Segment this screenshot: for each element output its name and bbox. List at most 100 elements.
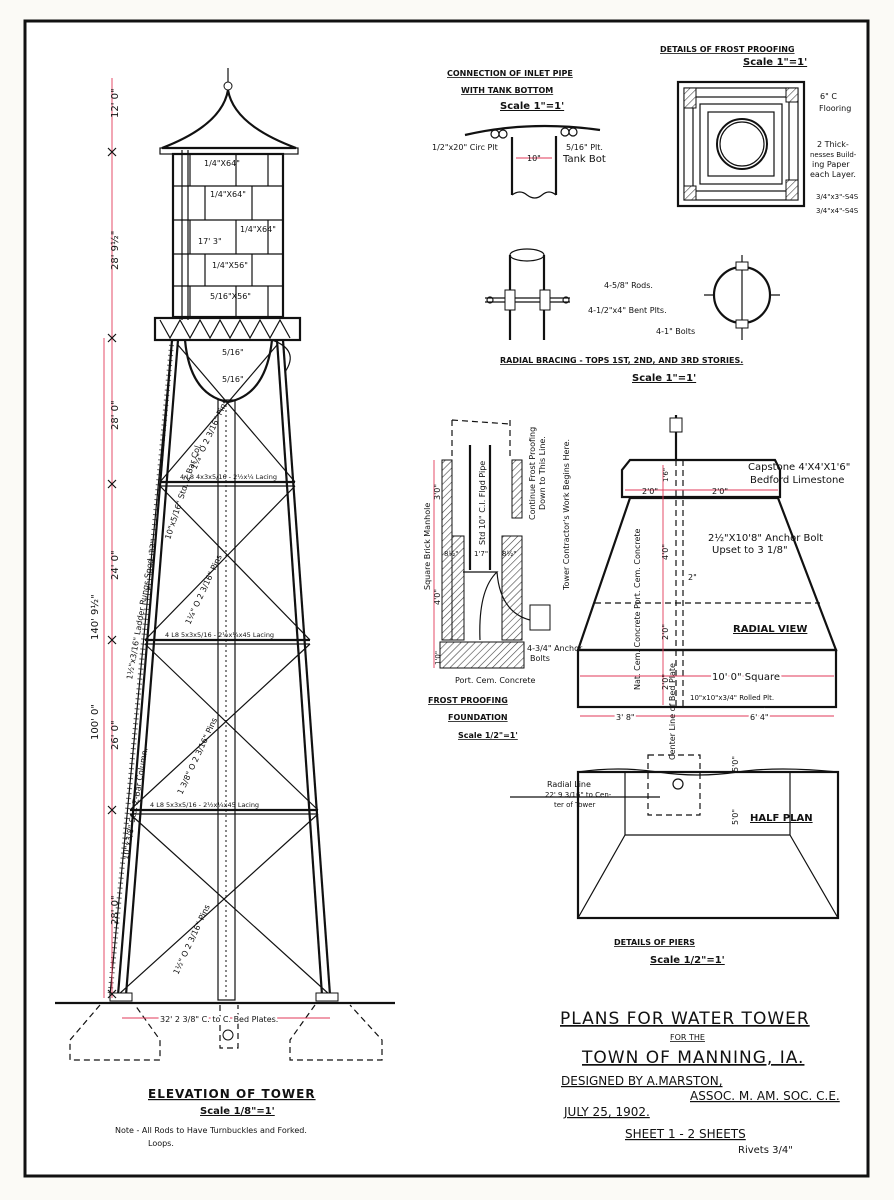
rods-label: 4-5/8" Rods.: [604, 281, 653, 290]
offset-label: 2": [688, 573, 697, 582]
designer: DESIGNED BY A.MARSTON,: [561, 1074, 723, 1088]
radial-bracing-detail: 4-5/8" Rods. 4-1/2"x4" Bent Plts. 4-1" B…: [485, 248, 780, 384]
base-dim-1: 3' 8": [616, 713, 635, 722]
radial-line-label-2: 22' 9 3/16" to Cen-: [545, 791, 612, 799]
radial-line-label-3: ter of Tower: [554, 801, 596, 809]
designer-credentials: ASSOC. M. AM. SOC. C.E.: [690, 1089, 840, 1103]
foundation-title: FROST PROOFING: [428, 696, 508, 705]
radial-scale: Scale 1"=1': [632, 373, 696, 384]
half-plan-dim-1: 5'0": [731, 756, 740, 772]
contractor-label: Tower Contractor's Work Begins Here.: [562, 439, 571, 591]
piers-detail: Capstone 4'X4'X1'6" Bedford Limestone 2½…: [510, 415, 850, 966]
anchor-bolt-label: 2½"X10'8" Anchor Bolt: [708, 532, 823, 544]
dim-tank: 28' 9½": [109, 231, 121, 270]
plate-label: 5/16"X56": [210, 292, 251, 301]
elevation-title: ELEVATION OF TOWER: [148, 1087, 316, 1101]
tank-bottom-label: Tank Bot: [562, 154, 606, 165]
elevation-scale: Scale 1/8"=1': [200, 1106, 275, 1117]
cap-width-2: 2'0": [712, 487, 728, 496]
continue-label-2: Down to This Line.: [538, 436, 547, 510]
board-label-2: 3/4"x4"-S4S: [816, 207, 859, 215]
dim-tower: 100' 0": [90, 704, 101, 740]
piers-scale: Scale 1/2"=1': [650, 955, 725, 966]
plate-label: 1/4"X64": [210, 190, 246, 199]
half-plan-dim-2: 5'0": [731, 809, 740, 825]
dim-story2: 26' 0": [110, 720, 121, 750]
lacing-label: 4 L8 5x3x5/16 - 2½x¼x45 Lacing: [150, 801, 259, 809]
wall-width-2: 8½": [502, 550, 516, 558]
flooring-label-2: Flooring: [819, 104, 851, 113]
inner-width: 1'7": [474, 550, 488, 558]
inlet-title: CONNECTION OF INLET PIPE: [447, 69, 573, 78]
radial-title: RADIAL BRACING - TOPS 1ST, 2ND, AND 3RD …: [500, 356, 743, 365]
paper-label-4: each Layer.: [810, 170, 856, 179]
manhole-depth-3: 1'0": [434, 651, 442, 665]
anchor-bolts-label-2: Bolts: [530, 654, 550, 663]
cap-height: 1'6": [662, 468, 670, 482]
elevation-note: Note - All Rods to Have Turnbuckles and …: [115, 1126, 307, 1135]
dim-total: 140' 9½": [89, 594, 101, 640]
bolts-label: 4-1" Bolts: [656, 327, 695, 336]
plate-label: 1/4"X56": [212, 261, 248, 270]
base-dim-2: 6' 4": [750, 713, 769, 722]
pipe-label: Std 10" C.I. Flgd Pipe: [478, 461, 487, 545]
frost-scale: Scale 1"=1': [743, 57, 807, 68]
inlet-pipe-detail: CONNECTION OF INLET PIPE WITH TANK BOTTO…: [432, 69, 606, 199]
wall-width-1: 8½": [444, 550, 458, 558]
tank-diameter: 17' 3": [198, 237, 222, 246]
paper-label: 2 Thick-: [817, 140, 849, 149]
lacing-label: 4 L8 5x3x5/16 - 2½x¼x45 Lacing: [165, 631, 274, 639]
sheet-number: SHEET 1 - 2 SHEETS: [625, 1127, 746, 1141]
cap-width-1: 2'0": [642, 487, 658, 496]
inlet-title-2: WITH TANK BOTTOM: [461, 86, 553, 95]
tower-elevation: 12' 0" 28' 9½" 28' 0" 24' 0" 26' 0" 28' …: [55, 68, 395, 1148]
bed-plates-dim: 32' 2 3/8" C. to C. Bed Plates.: [160, 1015, 278, 1024]
circ-plate-label: 1/2"x20" Circ Plt: [432, 143, 498, 152]
plate-label: 5/16": [222, 348, 244, 357]
pier-height-3: 2'0": [661, 674, 670, 690]
foundation-scale: Scale 1/2"=1': [458, 731, 518, 740]
dim-story4: 28' 0": [110, 400, 121, 430]
pier-height-2: 2'0": [661, 624, 670, 640]
paper-label-2: nesses Build-: [810, 151, 857, 159]
bed-plate-centerline: Center Line of Bed Plate: [668, 663, 677, 760]
lacing-label: 4 L8 4x3x5/16 - 2½x¼ Lacing: [180, 473, 277, 481]
plate-label: 1/4"X64": [240, 225, 276, 234]
concrete-label: Port. Cem. Concrete: [455, 676, 535, 685]
title-block: PLANS FOR WATER TOWER FOR THE TOWN OF MA…: [560, 1009, 840, 1156]
anchor-bolts-label: 4-3/4" Anchor: [527, 644, 583, 653]
rivets-note: Rivets 3/4": [738, 1145, 793, 1156]
capstone-label: Capstone 4'X4'X1'6": [748, 462, 850, 473]
anchor-bolt-label-2: Upset to 3 1/8": [712, 545, 788, 556]
piers-title: DETAILS OF PIERS: [614, 938, 695, 947]
frost-title: DETAILS OF FROST PROOFING: [660, 45, 795, 54]
plate-label: 5/16": [222, 375, 244, 384]
dim-roof: 12' 0": [110, 88, 121, 118]
inlet-dia: 10": [527, 154, 541, 163]
frost-proofing-detail: DETAILS OF FROST PROOFING Scale 1"=1' 6"…: [660, 45, 859, 215]
radial-line-label: Radial Line: [547, 780, 591, 789]
for-the: FOR THE: [670, 1033, 705, 1042]
frost-foundation-detail: Square Brick Manhole 3'0" 4'0" 1'0" Std …: [423, 419, 583, 740]
dim-story1: 28' 0": [110, 895, 121, 925]
square-label: 10' 0" Square: [712, 672, 780, 683]
foundation-title-2: FOUNDATION: [448, 713, 508, 722]
elevation-note-cont: Loops.: [148, 1139, 174, 1148]
capstone-label-2: Bedford Limestone: [750, 475, 844, 486]
dim-story3: 24' 0": [110, 550, 121, 580]
plate-label: 1/4"X64": [204, 159, 240, 168]
pier-height-1: 4'0": [661, 544, 670, 560]
radial-view-label: RADIAL VIEW: [733, 624, 807, 635]
plan-title: PLANS FOR WATER TOWER: [560, 1009, 810, 1029]
date: JULY 25, 1902.: [563, 1105, 650, 1119]
plate-label: 5/16" Plt.: [566, 143, 603, 152]
rolled-plate-label: 10"x10"x3/4" Rolled Plt.: [690, 694, 774, 702]
board-label: 3/4"x3"-S4S: [816, 193, 859, 201]
half-plan-label: HALF PLAN: [750, 813, 813, 824]
manhole-depth-2: 4'0": [433, 589, 442, 605]
paper-label-3: ing Paper: [812, 160, 850, 169]
flooring-label: 6" C: [820, 92, 837, 101]
manhole-depth-1: 3'0": [433, 484, 442, 500]
inlet-scale: Scale 1"=1': [500, 101, 564, 112]
